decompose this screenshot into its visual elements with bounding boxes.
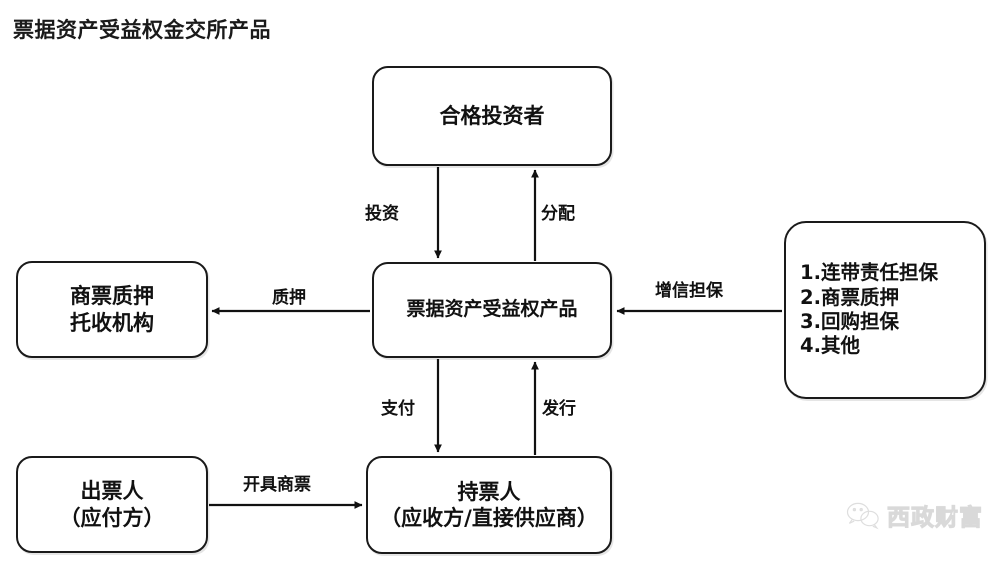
edge-label-issue-bill: 开具商票 [243,475,311,495]
wechat-icon [846,502,879,529]
edge-label-credit-guarantee: 增信担保 [655,281,723,301]
node-label: 合格投资者 [439,103,545,128]
watermark: 西政财富 [846,498,983,532]
node-label-line1: 出票人 [80,479,144,504]
node-pledge-collection-agency[interactable]: 商票质押 托收机构 [16,261,208,358]
credit-option-4: 4.其他 [800,334,860,358]
node-label-line1: 商票质押 [70,284,154,309]
edge-label-pledge: 质押 [272,288,306,308]
node-receivable-beneficiary-product[interactable]: 票据资产受益权产品 [372,262,612,358]
node-label-line2: （应付方） [59,505,165,530]
node-label-line2: （应收方/直接供应商） [380,506,598,530]
node-credit-enhancement-options[interactable]: 1.连带责任担保 2.商票质押 3.回购担保 4.其他 [784,221,986,399]
edge-label-payment: 支付 [381,399,415,419]
edge-label-distribute: 分配 [541,204,575,224]
node-label-line2: 托收机构 [70,310,154,335]
node-label: 票据资产受益权产品 [406,298,578,321]
node-qualified-investor[interactable]: 合格投资者 [372,66,612,166]
watermark-text: 西政财富 [887,505,983,532]
credit-option-2: 2.商票质押 [800,285,899,309]
edge-label-issue: 发行 [542,399,576,419]
node-label-line1: 持票人 [457,479,521,504]
node-bill-holder[interactable]: 持票人 （应收方/直接供应商） [366,456,612,554]
credit-option-3: 3.回购担保 [800,310,899,333]
credit-option-1: 1.连带责任担保 [800,261,938,285]
node-bill-drawer[interactable]: 出票人 （应付方） [16,456,208,553]
page-title: 票据资产受益权金交所产品 [13,18,271,42]
edge-label-invest: 投资 [365,204,399,224]
